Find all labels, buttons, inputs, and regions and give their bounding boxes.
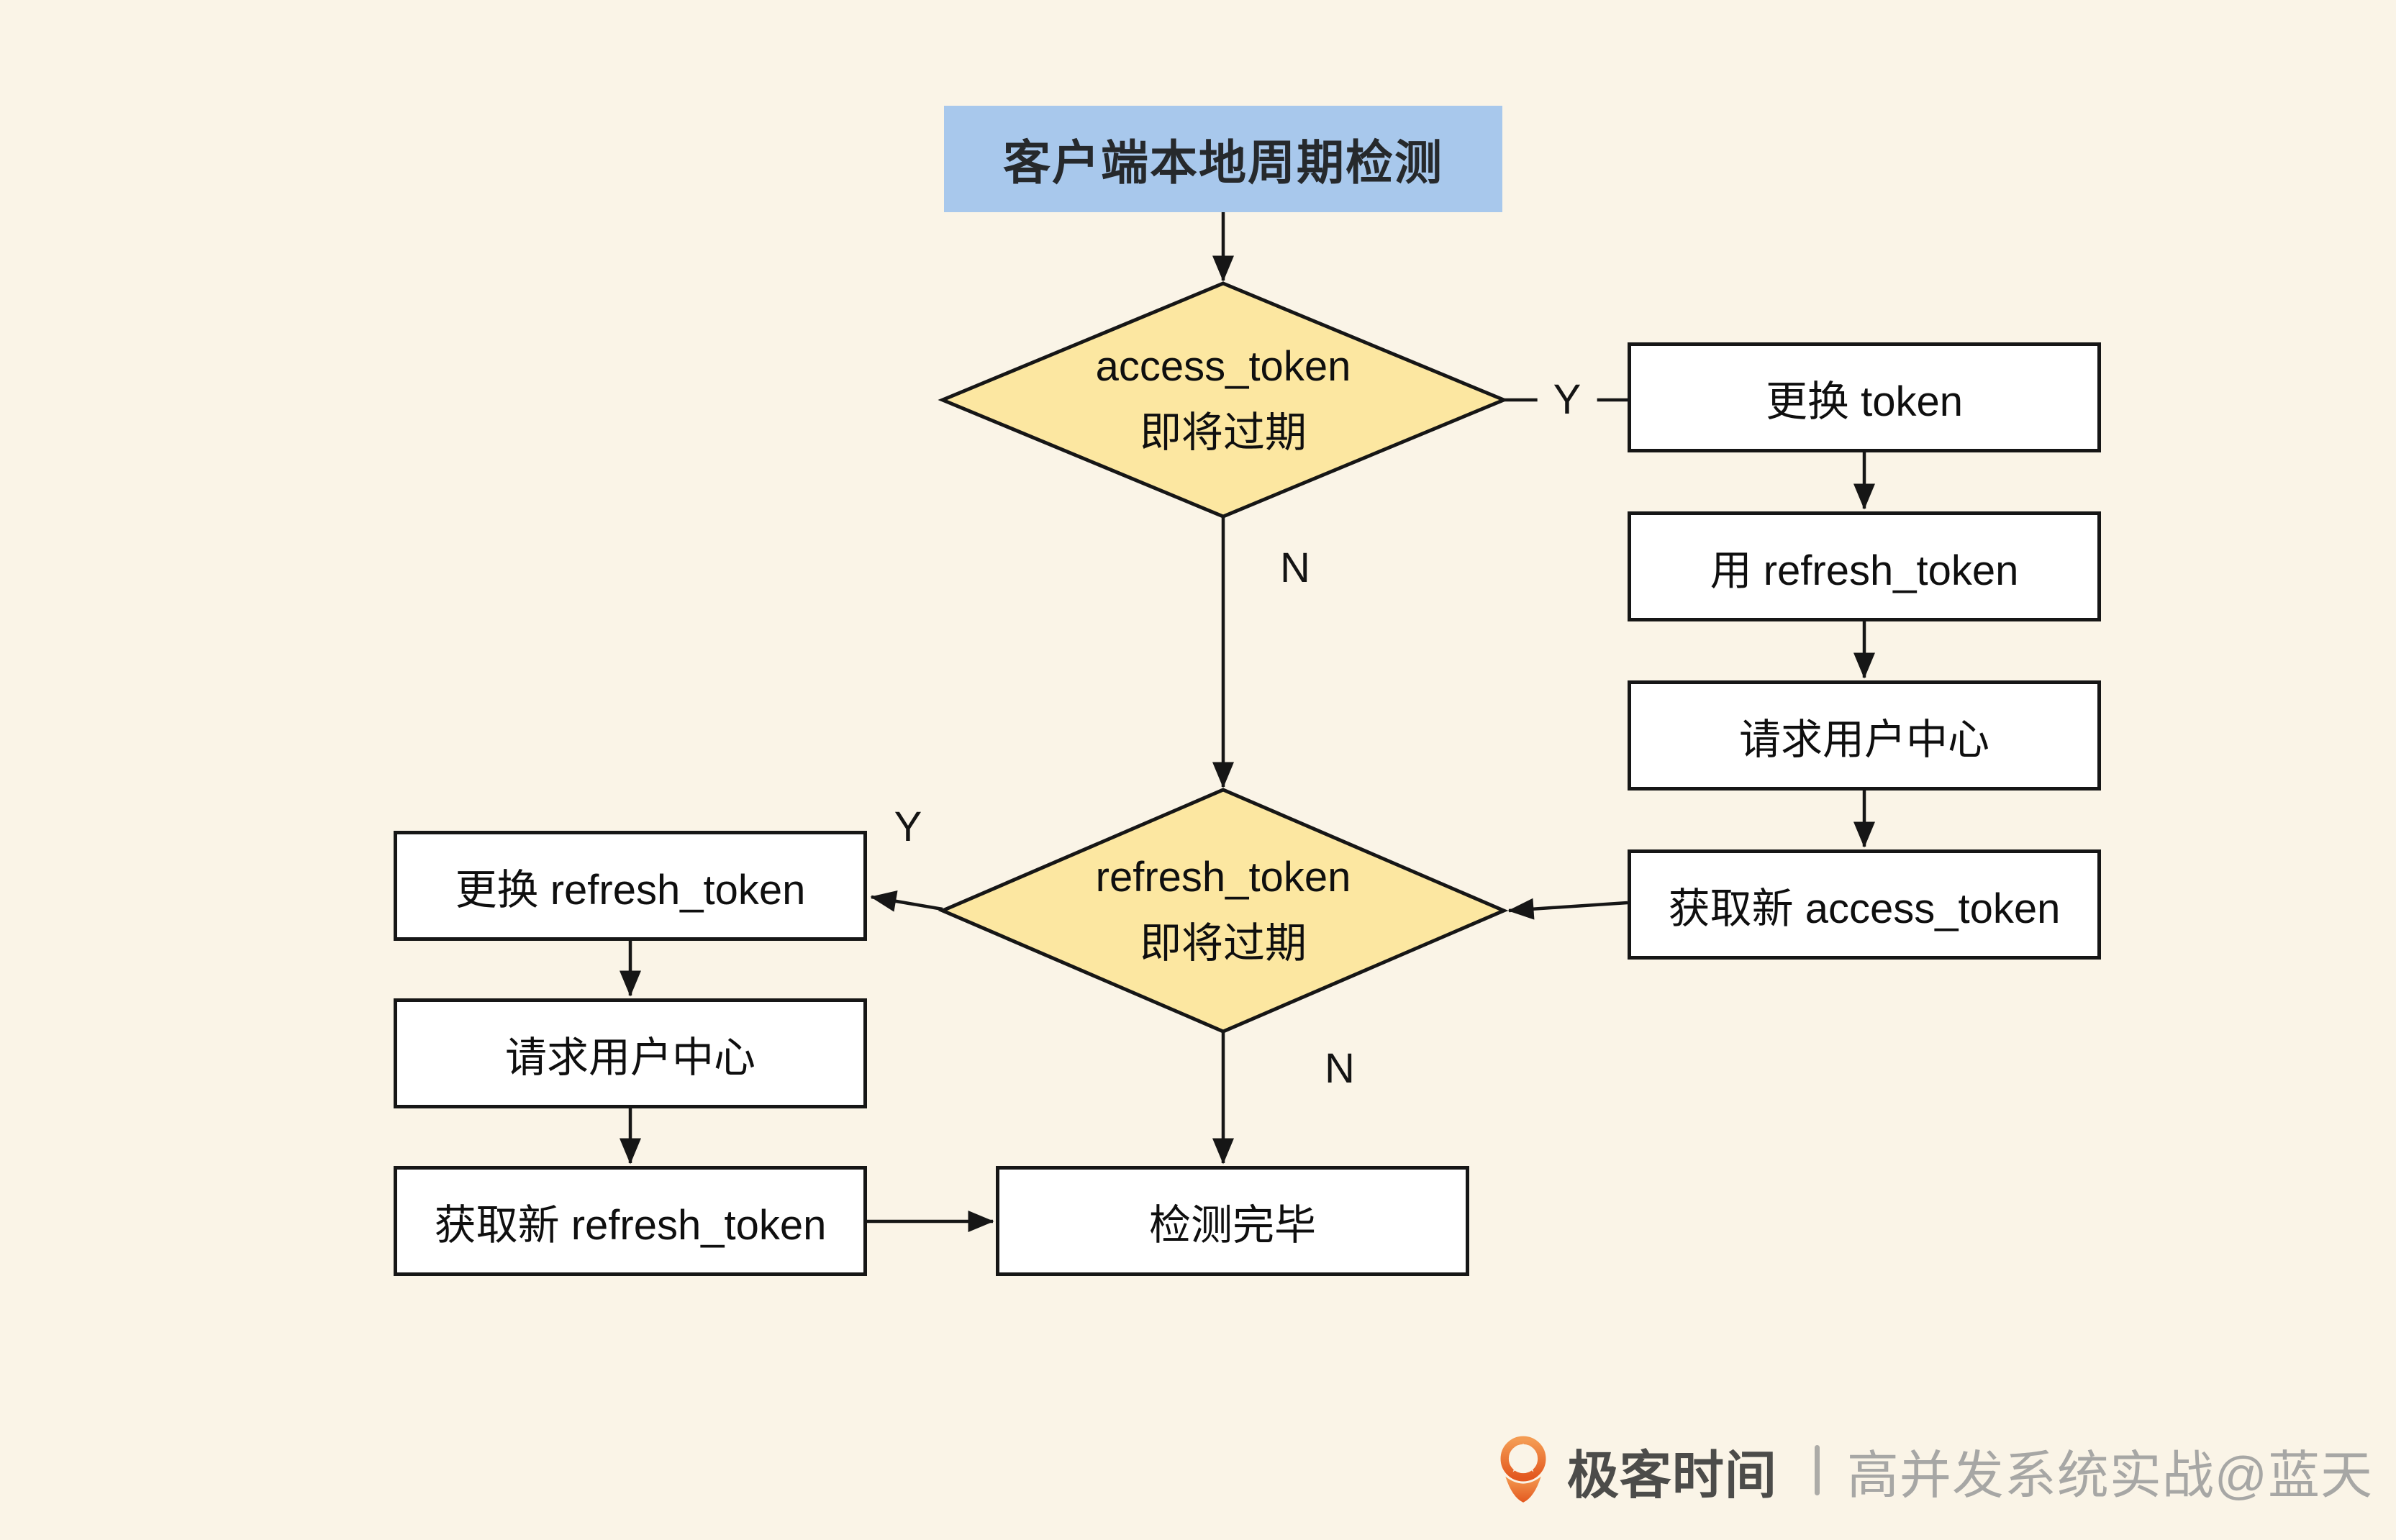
node-get-new-refresh-token: 获取新 refresh_token xyxy=(394,1166,867,1276)
node-start-title: 客户端本地周期检测 xyxy=(944,106,1502,212)
brand-name: 极客时间 xyxy=(1566,1446,1777,1505)
node-request-user-center-left: 请求用户中心 xyxy=(394,998,867,1108)
course-watermark: 高并发系统实战@蓝天 xyxy=(1846,1446,2373,1505)
label-access-no: N xyxy=(1280,545,1310,591)
label-refresh-yes: Y xyxy=(894,803,922,850)
decision-refresh-line2: 即将过期 xyxy=(1139,920,1307,967)
decision-access-token-label: access_token 即将过期 xyxy=(971,334,1475,466)
label-refresh-no: N xyxy=(1325,1045,1355,1092)
footer-watermark: 极客时间 高并发系统实战@蓝天 xyxy=(1499,1434,2373,1506)
label-access-yes: Y xyxy=(1537,375,1597,425)
edge-get-access-to-refresh-decision xyxy=(1507,898,1628,920)
node-detection-done: 检测完毕 xyxy=(996,1166,1469,1276)
decision-access-line2: 即将过期 xyxy=(1139,409,1307,456)
geektime-logo-icon xyxy=(1500,1436,1546,1503)
node-get-new-access-token: 获取新 access_token xyxy=(1628,849,2101,960)
node-replace-token: 更换 token xyxy=(1628,342,2101,452)
node-use-refresh-token: 用 refresh_token xyxy=(1628,511,2101,621)
node-replace-refresh-token: 更换 refresh_token xyxy=(394,831,867,941)
decision-refresh-token-label: refresh_token 即将过期 xyxy=(971,844,1475,977)
decision-access-line1: access_token xyxy=(1095,343,1351,390)
footer-separator xyxy=(1814,1445,1820,1495)
edge-refresh-yes xyxy=(870,890,943,912)
decision-refresh-line1: refresh_token xyxy=(1095,854,1351,901)
node-request-user-center-right: 请求用户中心 xyxy=(1628,680,2101,790)
